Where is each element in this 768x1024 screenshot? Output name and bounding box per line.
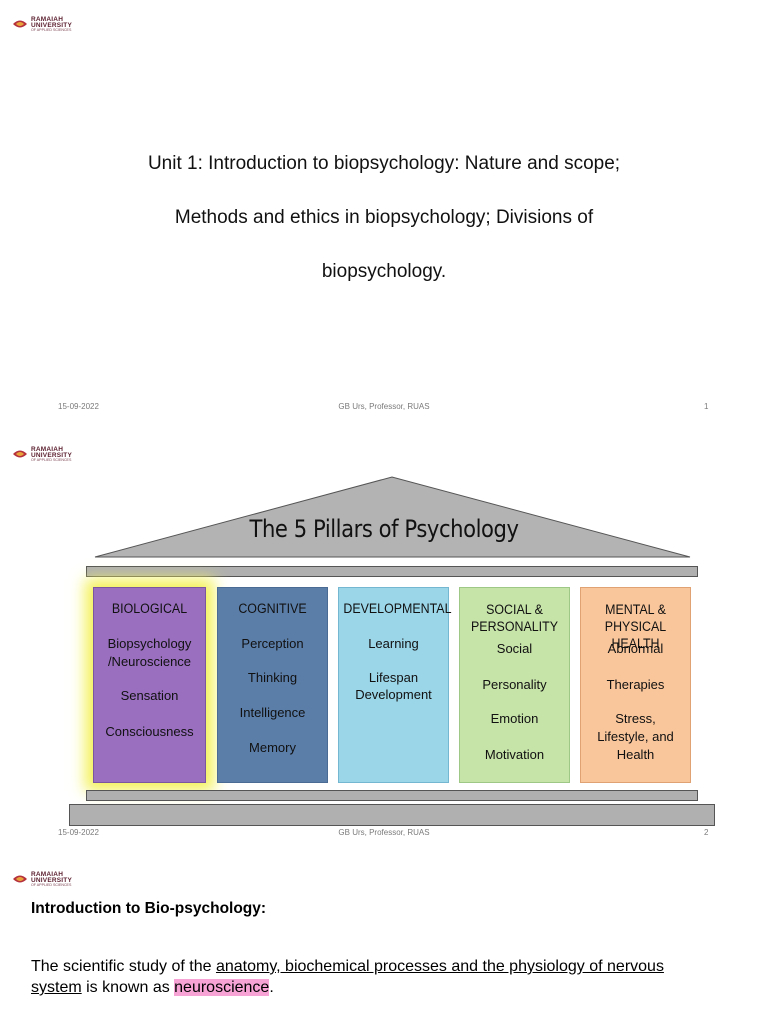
pillar-item: Abnormal: [607, 641, 664, 656]
footer-page-number: 1: [704, 402, 709, 411]
university-logo: RAMAIAH UNIVERSITY OF APPLIED SCIENCES: [12, 16, 82, 34]
slide-title-line-1: Unit 1: Introduction to biopsychology: N…: [147, 153, 621, 174]
footer-page-number: 2: [704, 828, 709, 837]
pillar-item: Development: [355, 687, 432, 702]
slide-title-line-3: biopsychology.: [321, 261, 447, 282]
pillar-item: Thinking: [247, 670, 298, 685]
logo-line2: UNIVERSITY: [31, 876, 73, 884]
pillar-item: Biopsychology: [107, 636, 192, 651]
logo-subtitle: OF APPLIED SCIENCES: [31, 458, 72, 462]
pillar-social-personality: SOCIAL & PERSONALITY Social Personality …: [459, 587, 570, 783]
slide-3: RAMAIAH UNIVERSITY OF APPLIED SCIENCES I…: [0, 860, 768, 1024]
pillar-heading-line2: PHYSICAL HEALTH: [604, 619, 667, 651]
pillar-heading: COGNITIVE: [238, 601, 307, 616]
footer-date: 15-09-2022: [58, 828, 99, 837]
slide-title-line-2: Methods and ethics in biopsychology; Div…: [174, 207, 594, 228]
para-underlined-text-2: system: [31, 979, 82, 996]
pillar-item: Social: [496, 641, 533, 656]
temple-base: [69, 804, 715, 826]
pillar-item: Emotion: [490, 711, 539, 726]
pillar-item: Therapies: [606, 677, 665, 692]
university-logo: RAMAIAH UNIVERSITY OF APPLIED SCIENCES: [12, 446, 82, 464]
highlighted-term: neuroscience: [174, 979, 270, 996]
pillar-item: Consciousness: [105, 724, 194, 739]
pillar-heading: SOCIAL &: [486, 602, 543, 617]
logo-line1: RAMAIAH: [31, 871, 64, 878]
university-logo: RAMAIAH UNIVERSITY OF APPLIED SCIENCES: [12, 871, 82, 889]
logo-emblem-icon: [13, 875, 27, 883]
section-heading: Introduction to Bio-psychology:: [31, 900, 267, 917]
para-text-end: .: [269, 979, 274, 996]
pillar-item: Health: [616, 747, 655, 762]
slide-2: RAMAIAH UNIVERSITY OF APPLIED SCIENCES T…: [0, 430, 768, 860]
pillar-item: /Neuroscience: [107, 654, 192, 669]
pillar-item: Stress,: [615, 711, 656, 726]
temple-architrave: [86, 566, 698, 577]
pillar-heading-line2: PERSONALITY: [471, 619, 558, 634]
logo-subtitle: OF APPLIED SCIENCES: [31, 28, 72, 32]
definition-paragraph: The scientific study of the anatomy, bio…: [31, 956, 743, 998]
footer-author: GB Urs, Professor, RUAS: [338, 828, 430, 837]
pillar-item: Personality: [482, 677, 547, 692]
pillar-heading: MENTAL &: [605, 602, 666, 617]
para-text-mid: is known as: [81, 979, 175, 996]
logo-subtitle: OF APPLIED SCIENCES: [31, 883, 72, 887]
pillar-item: Perception: [241, 636, 304, 651]
para-text-start: The scientific study of the: [31, 958, 216, 975]
pillar-mental-physical-health: MENTAL & PHYSICAL HEALTH Abnormal Therap…: [580, 587, 691, 783]
pillar-heading: BIOLOGICAL: [111, 601, 188, 616]
logo-line2: UNIVERSITY: [31, 451, 73, 459]
pillar-item: Learning: [368, 636, 419, 651]
pillar-item: Lifestyle, and: [597, 729, 674, 744]
pillar-heading: DEVELOPMENTAL: [343, 601, 452, 616]
pillar-item: Memory: [249, 740, 296, 755]
pillar-item: Lifespan: [368, 670, 419, 685]
footer-author: GB Urs, Professor, RUAS: [338, 402, 430, 411]
pillar-item: Intelligence: [239, 705, 306, 720]
pillar-biological: BIOLOGICAL Biopsychology /Neuroscience S…: [93, 587, 206, 783]
pillar-cognitive: COGNITIVE Perception Thinking Intelligen…: [217, 587, 328, 783]
logo-line1: RAMAIAH: [31, 446, 64, 453]
temple-roof: [94, 476, 691, 558]
diagram-title: The 5 Pillars of Psychology: [249, 515, 519, 543]
pillar-developmental: DEVELOPMENTAL Learning Lifespan Developm…: [338, 587, 452, 783]
logo-line2: UNIVERSITY: [31, 21, 73, 29]
footer-date: 15-09-2022: [58, 402, 99, 411]
logo-emblem-icon: [13, 450, 27, 458]
slide-1: RAMAIAH UNIVERSITY OF APPLIED SCIENCES U…: [0, 0, 768, 430]
pillar-item: Sensation: [120, 688, 179, 703]
pillar-item: Motivation: [484, 747, 545, 762]
logo-emblem-icon: [13, 20, 27, 28]
para-underlined-text: anatomy, biochemical processes and the p…: [215, 958, 664, 975]
temple-base-step: [86, 790, 698, 801]
logo-line1: RAMAIAH: [31, 16, 64, 23]
